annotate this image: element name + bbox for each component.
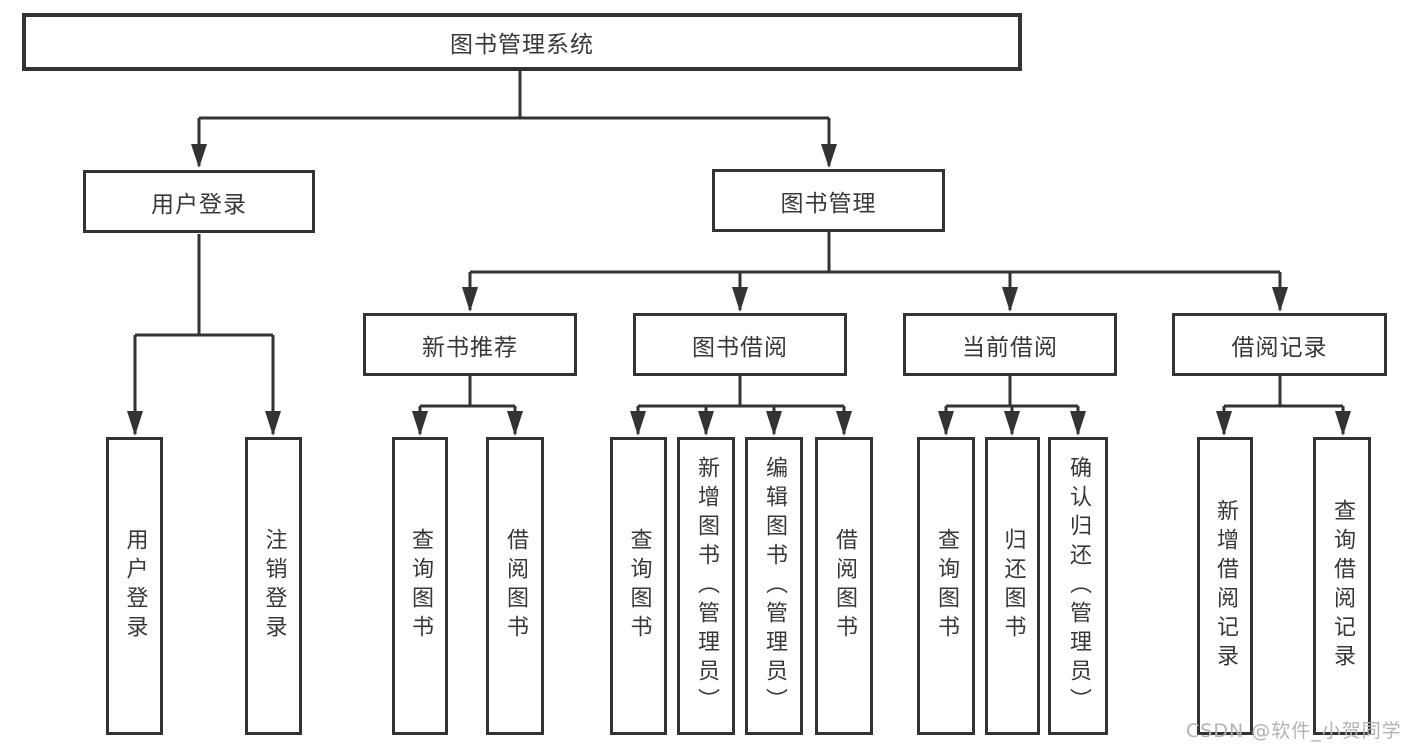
node-book-borrow: 图书借阅 [633,313,847,376]
leaf-label: 查询图书 [626,528,652,644]
node-borrow-records: 借阅记录 [1172,313,1387,376]
node-new-book-recommend: 新书推荐 [363,313,577,376]
leaf-label: 查询图书 [934,528,959,644]
node-book-management: 图书管理 [712,169,945,232]
leaf-label: 注销登录 [261,528,287,644]
leaf-query-books: 查询图书 [917,437,975,735]
leaf-add-book-admin: 新增图书（管理员） [677,437,735,735]
leaf-query-books: 查询图书 [392,437,448,735]
leaf-label: 编辑图书（管理员） [762,455,787,717]
leaf-query-books: 查询图书 [610,437,667,735]
leaf-label: 新增图书（管理员） [694,455,719,717]
leaf-label: 借阅图书 [503,528,528,644]
leaf-label: 查询借阅记录 [1330,499,1355,673]
leaf-return-book: 归还图书 [985,437,1040,735]
node-current-borrow: 当前借阅 [903,313,1117,376]
leaf-label: 借阅图书 [832,528,857,644]
leaf-confirm-return-admin: 确认归还（管理员） [1048,437,1108,735]
csdn-watermark: CSDN @软件_小贺同学 [1186,720,1402,742]
node-library-management-system: 图书管理系统 [22,13,1022,71]
leaf-label: 查询图书 [408,528,433,644]
leaf-user-login: 用户登录 [106,437,163,735]
leaf-label: 确认归还（管理员） [1066,455,1091,717]
leaf-label: 归还图书 [1000,528,1026,644]
leaf-logout: 注销登录 [245,437,302,735]
leaf-label: 新增借阅记录 [1213,499,1238,673]
leaf-borrow-books: 借阅图书 [815,437,873,735]
leaf-add-borrow-record: 新增借阅记录 [1197,437,1253,735]
leaf-borrow-books: 借阅图书 [486,437,544,735]
node-user-login: 用户登录 [83,170,315,233]
leaf-query-borrow-record: 查询借阅记录 [1313,437,1371,735]
leaf-edit-book-admin: 编辑图书（管理员） [745,437,803,735]
leaf-label: 用户登录 [122,528,148,644]
